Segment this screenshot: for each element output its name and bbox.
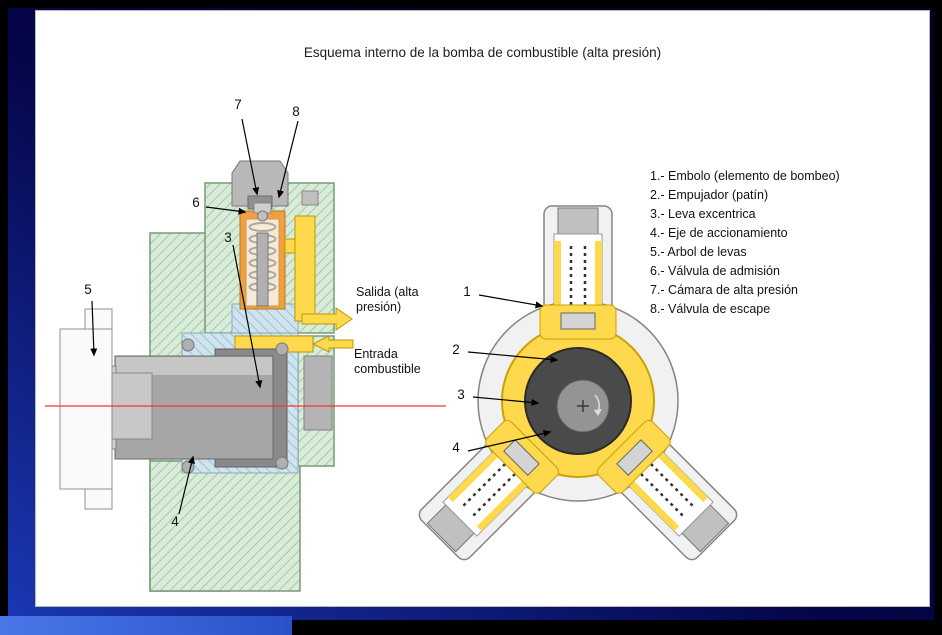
diagram-panel: Esquema interno de la bomba de combustib… [35, 10, 930, 607]
legend-item: 6.- Válvula de admisión [650, 264, 780, 278]
slide-title: Esquema interno de la bomba de combustib… [303, 45, 662, 60]
legend-item: 4.- Eje de accionamiento [650, 226, 788, 240]
callout-6: 6 [192, 195, 200, 210]
callout-right-2: 2 [452, 342, 460, 357]
callout-8: 8 [292, 104, 300, 119]
legend-item: 7.- Cámara de alta presión [650, 283, 798, 297]
callout-right-1: 1 [463, 284, 471, 299]
salida-arrow [301, 307, 353, 331]
salida-label: Salida (alta presión) [356, 285, 419, 314]
legend-item: 2.- Empujador (patín) [650, 188, 769, 202]
left-callout-lines [90, 118, 299, 515]
callout-right-3: 3 [457, 387, 465, 402]
entrada-arrow [311, 335, 354, 353]
legend: 1.- Embolo (elemento de bombeo) 2.- Empu… [650, 167, 840, 319]
callout-3: 3 [224, 230, 232, 245]
pump-diagram [45, 118, 738, 592]
callout-right-4: 4 [452, 440, 460, 455]
callout-4: 4 [171, 514, 179, 529]
right-diagram-radial-section [418, 205, 738, 561]
left-diagram-cross-section [45, 118, 446, 592]
legend-item: 5.- Arbol de levas [650, 245, 747, 259]
legend-item: 3.- Leva excentrica [650, 207, 756, 221]
bottom-blue-strip [0, 616, 292, 635]
legend-item: 8.- Válvula de escape [650, 302, 771, 316]
callout-7: 7 [234, 97, 242, 112]
cam-and-shaft [524, 347, 632, 455]
bottom-black-bar [292, 627, 942, 635]
right-callout-lines [467, 294, 559, 452]
callout-5: 5 [84, 282, 92, 297]
legend-item: 1.- Embolo (elemento de bombeo) [650, 169, 840, 183]
entrada-label: Entrada combustible [354, 347, 421, 376]
